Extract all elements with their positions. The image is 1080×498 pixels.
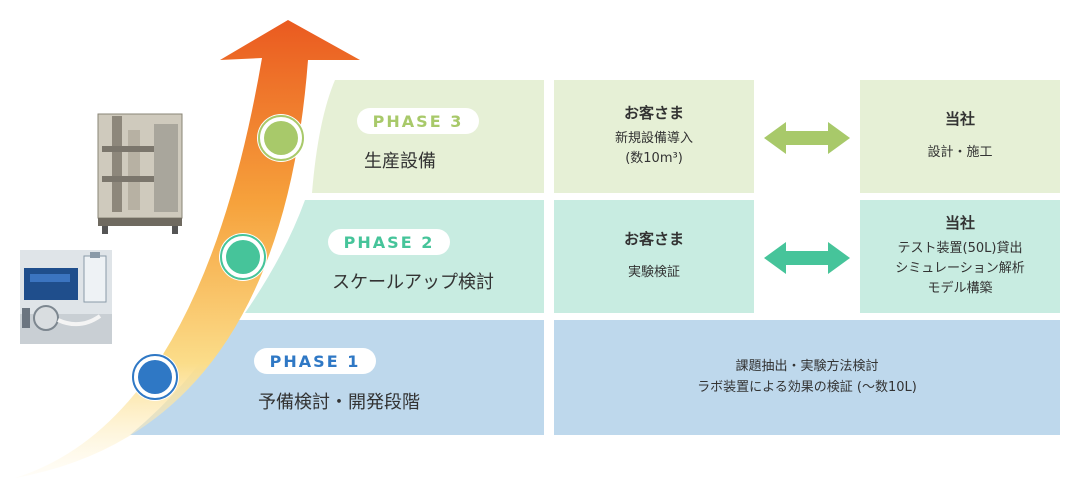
phase2-customer-line: 実験検証	[627, 265, 680, 281]
phase2-double-arrow-icon	[764, 242, 850, 274]
phase2-circle-icon	[219, 233, 267, 281]
phase2-company-line: シミュレーション解析	[895, 261, 1025, 277]
phase3-company-line: 設計・施工	[927, 145, 993, 161]
phase2-name: スケールアップ検討	[332, 272, 494, 293]
lab-equipment-photo	[20, 250, 112, 344]
phase2-company-box: 当社 テスト装置(50L)貸出 シミュレーション解析 モデル構築	[860, 200, 1060, 313]
phase3-badge: PHASE 3	[357, 108, 479, 134]
phase3-customer-line: 新規設備導入	[614, 131, 693, 147]
phase3-company-box: 当社 設計・施工	[860, 80, 1060, 193]
phase2-customer-box: お客さま 実験検証	[554, 200, 754, 313]
phase1-band	[130, 320, 544, 435]
phase2-customer-title: お客さま	[623, 229, 684, 248]
phase2-company-title: 当社	[944, 213, 975, 232]
phase3-name: 生産設備	[364, 151, 436, 172]
phase3-circle-icon	[257, 114, 305, 162]
phase2-company-line: テスト装置(50L)貸出	[897, 241, 1023, 257]
phase3-band	[312, 80, 544, 193]
phase1-detail-line: ラボ装置による効果の検証 (〜数10L)	[697, 379, 917, 395]
production-equipment-photo	[92, 106, 188, 234]
phase2-badge: PHASE 2	[328, 229, 450, 255]
phase1-detail-line: 課題抽出・実験方法検討	[735, 359, 879, 375]
phase3-customer-title: お客さま	[623, 103, 684, 122]
phase3-customer-box: お客さま 新規設備導入 (数10m³)	[554, 80, 754, 193]
phase1-name: 予備検討・開発段階	[258, 392, 420, 413]
phase3-company-title: 当社	[944, 109, 975, 128]
phase1-badge: PHASE 1	[254, 348, 376, 374]
phase3-double-arrow-icon	[764, 122, 850, 154]
phase2-band	[245, 200, 544, 313]
phase2-company-line: モデル構築	[927, 281, 993, 297]
phase1-circle-icon	[131, 353, 179, 401]
phase1-detail-box: 課題抽出・実験方法検討 ラボ装置による効果の検証 (〜数10L)	[554, 320, 1060, 435]
phase3-customer-line: (数10m³)	[625, 151, 683, 167]
